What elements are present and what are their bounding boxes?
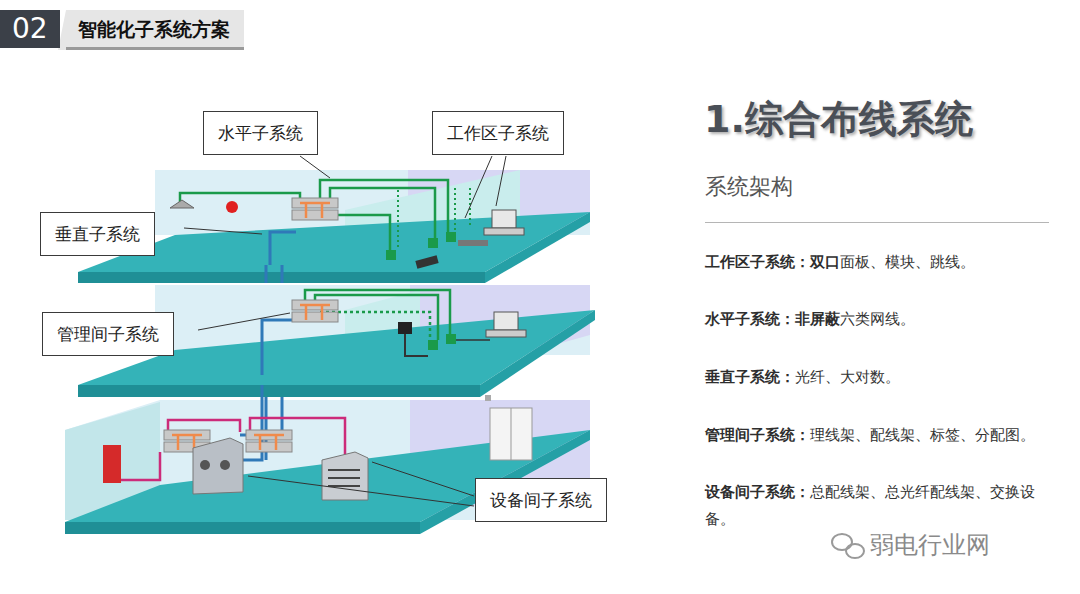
equipment [103,395,532,500]
description-line: 管理间子系统：理线架、配线架、标签、分配图。 [705,422,1050,449]
description-text: 设备间子系统： [705,483,810,501]
node-text: 设备间子系统 [490,490,592,510]
slide-title: 1.综合布线系统 [704,94,973,145]
description-line: 水平子系统：非屏蔽六类网线。 [705,306,1050,333]
node-text: 水平子系统 [218,123,303,143]
description-text: 六类网线。 [840,310,915,328]
devices [170,200,526,356]
callout-box: 工作区子系统 [432,111,564,155]
description-text: 双口 [810,253,840,271]
description-text: 面板、模块、跳线。 [840,253,975,271]
watermark: 弱电行业网 [870,529,990,561]
callout-box: 管理间子系统 [42,312,174,356]
node-text: 工作区子系统 [447,123,549,143]
divider-line [705,222,1049,223]
description-line: 设备间子系统：总配线架、总光纤配线架、交换设备。 [705,479,1050,533]
description-text: 非屏蔽 [795,310,840,328]
subtitle: 系统架构 [705,172,793,202]
description-line: 工作区子系统：双口面板、模块、跳线。 [705,249,1050,276]
description-line: 垂直子系统：光纤、大对数。 [705,364,1050,391]
leader-lines [184,156,506,506]
node-text: 垂直子系统 [55,224,140,244]
patch-panels [164,198,338,452]
description-text: 光纤、大对数。 [795,368,900,386]
callout-box: 设备间子系统 [475,478,607,522]
description-text: 水平子系统： [705,310,795,328]
callout-box: 垂直子系统 [40,212,155,256]
wechat-icon [832,534,864,558]
section-number: 02 [0,10,60,48]
description-text: 工作区子系统： [705,253,810,271]
description-text: 垂直子系统： [705,368,795,386]
description-text: 理线架、配线架、标签、分配图。 [810,426,1035,444]
callout-box: 水平子系统 [203,111,318,155]
node-text: 管理间子系统 [57,324,159,344]
header-bar [58,10,244,50]
section-title: 智能化子系统方案 [78,17,230,43]
description-text: 管理间子系统： [705,426,810,444]
node-text: 02 [12,12,48,45]
